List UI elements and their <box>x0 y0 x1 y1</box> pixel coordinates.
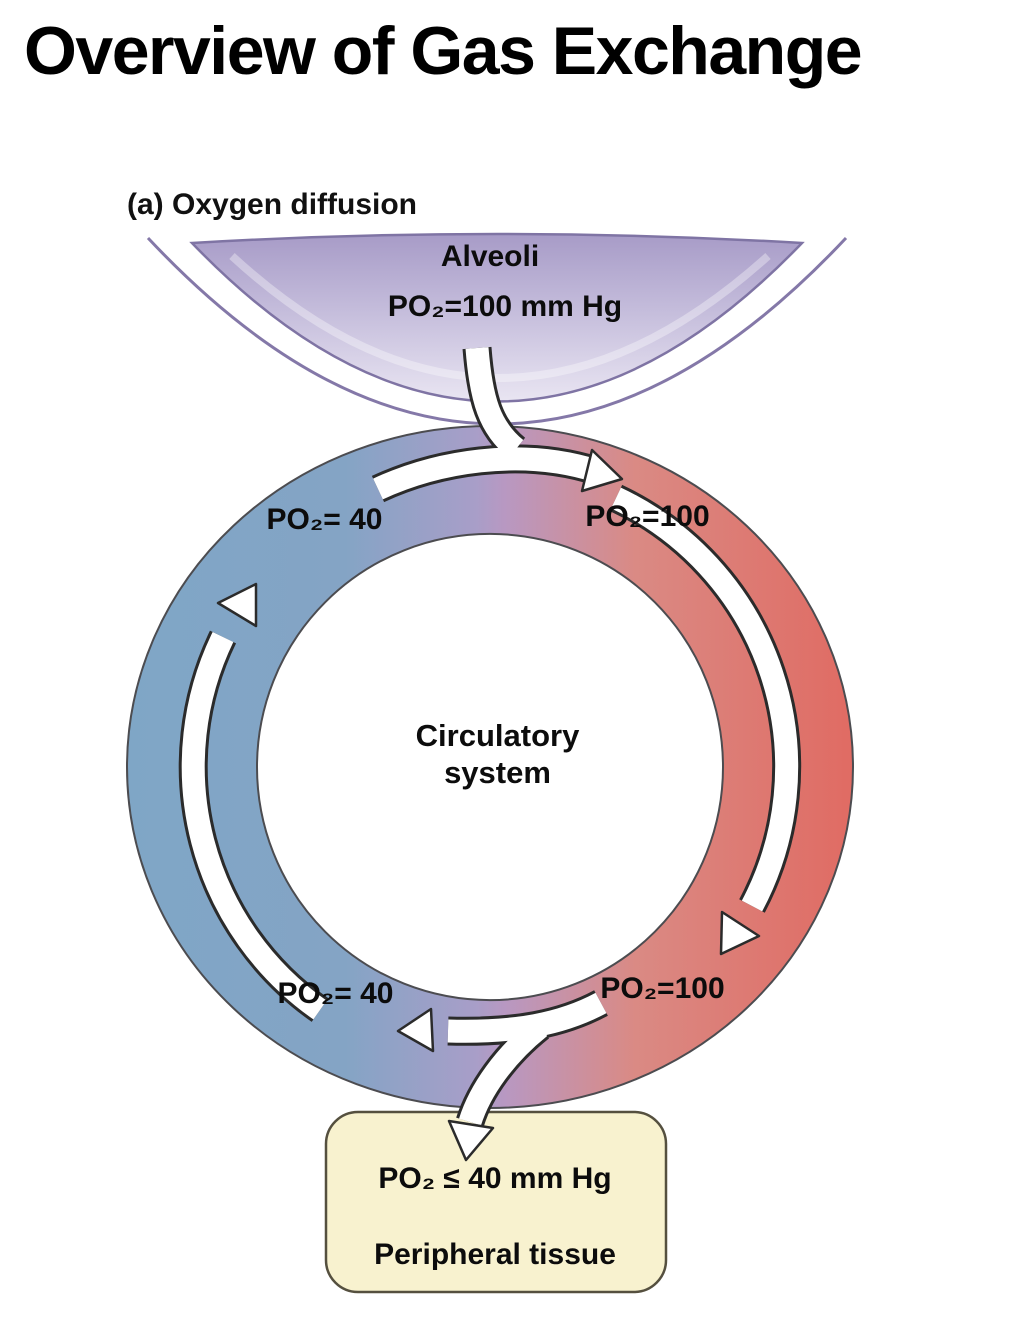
ring-top-left-po2: PO₂= 40 <box>266 503 383 536</box>
alveoli-label: Alveoli <box>440 240 540 273</box>
arrowhead-oxygenated-down-icon <box>719 910 761 956</box>
arrowhead-into-oxygenated-icon <box>580 448 624 493</box>
alveoli-dome-highlight <box>229 253 771 382</box>
peripheral-tissue-label: Peripheral tissue <box>374 1238 616 1271</box>
arrowhead-deoxygenated-up-icon <box>216 582 258 628</box>
arrow-heads <box>216 448 761 1162</box>
panel-label: (a) Oxygen diffusion <box>127 188 418 221</box>
arrow-alveoli-to-blood <box>465 347 524 458</box>
page-title: Overview of Gas Exchange <box>24 13 863 89</box>
arrowhead-into-deoxygenated-icon <box>396 1007 435 1053</box>
ring-top-right-po2: PO₂=100 <box>585 500 710 533</box>
arrow-oxygenated-blood-flow <box>611 487 799 912</box>
alveoli-po2-value: PO₂=100 mm Hg <box>387 290 623 323</box>
ring-bottom-left-po2: PO₂= 40 <box>277 977 394 1010</box>
peripheral-tissue-box <box>324 1110 668 1294</box>
arrowhead-into-tissue-icon <box>447 1119 495 1162</box>
circulatory-system-label: Circulatory system <box>415 718 580 790</box>
peripheral-tissue-po2: PO₂ ≤ 40 mm Hg <box>378 1162 612 1195</box>
arrow-blood-to-tissue <box>459 1018 548 1126</box>
arrow-deoxygenated-blood-flow <box>181 631 327 1020</box>
arrow-bodies <box>181 347 799 1126</box>
alveoli-dome-shape <box>189 232 805 403</box>
ring-bottom-right-po2: PO₂=100 <box>600 972 725 1005</box>
arrow-top-merge <box>373 447 600 500</box>
circulatory-ring-shape <box>125 425 855 1109</box>
